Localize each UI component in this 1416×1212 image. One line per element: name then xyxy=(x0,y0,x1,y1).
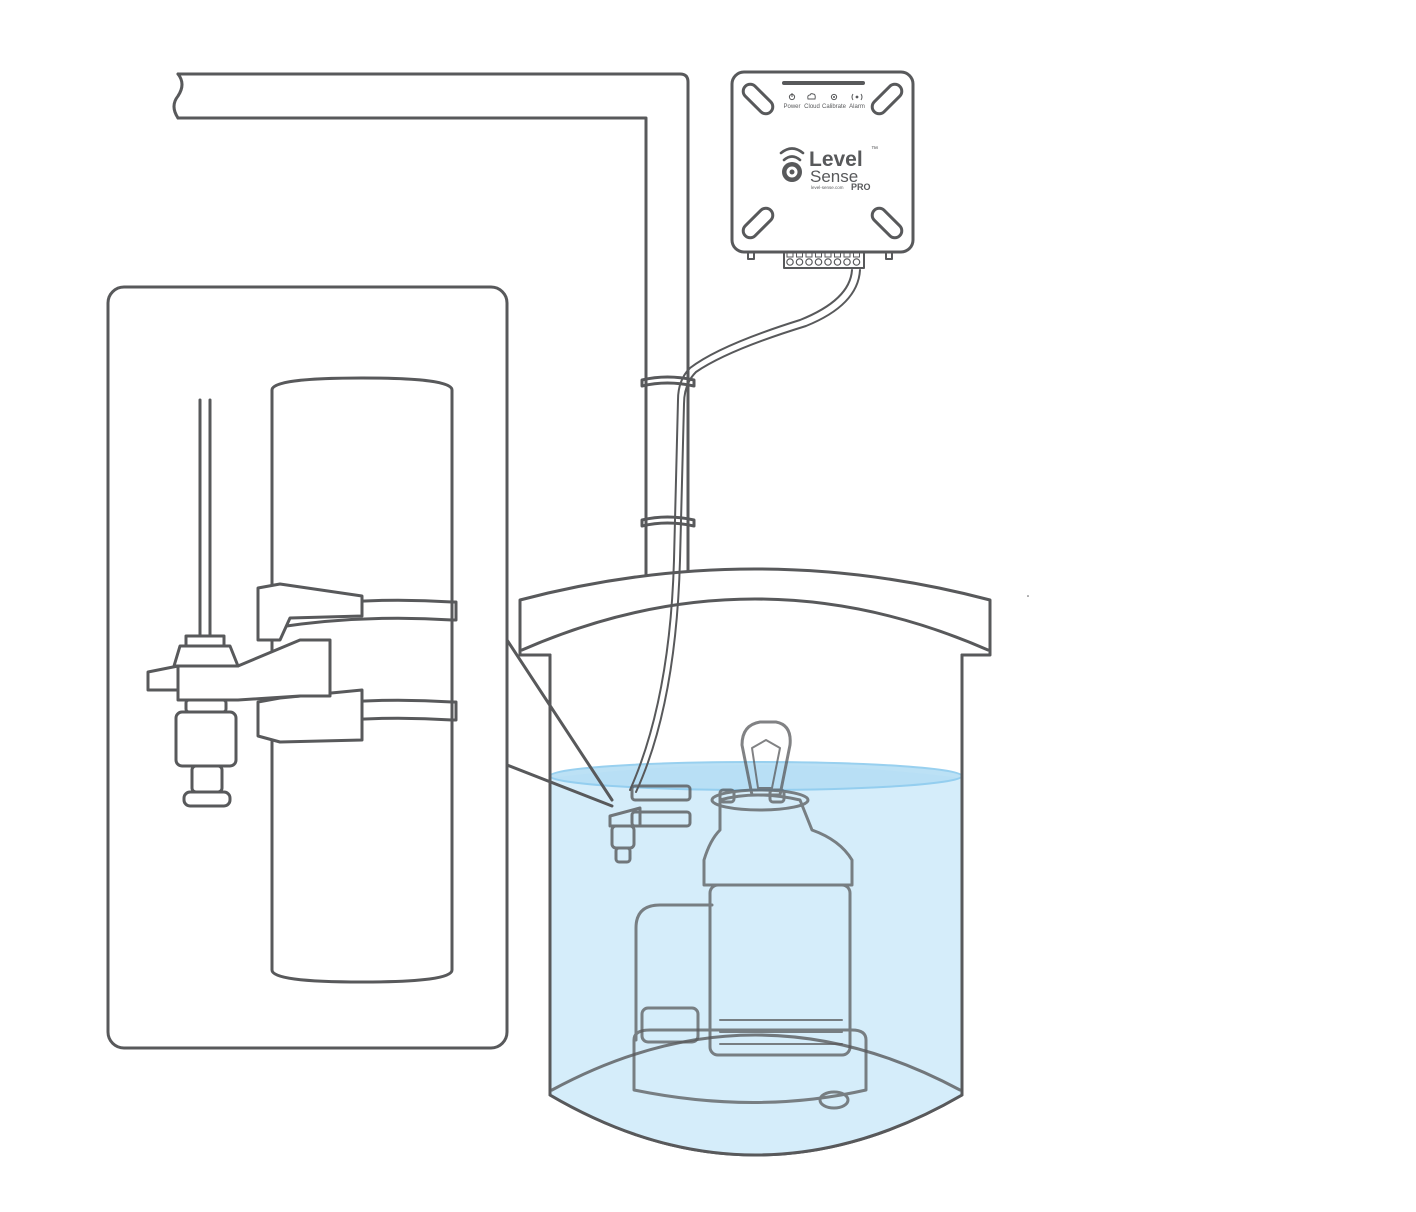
terminal-slot xyxy=(786,252,794,258)
level-sense-controller: Power Cloud Calibrate Alarm Level ™ Sens… xyxy=(730,70,915,269)
terminal-screw xyxy=(814,258,823,266)
discharge-pipe-submerged xyxy=(640,1006,700,1044)
sump-basin xyxy=(518,567,992,1157)
mount-slot-tl xyxy=(741,82,775,116)
terminal-screw xyxy=(843,258,851,266)
brand-model: PRO xyxy=(851,182,871,192)
terminal-screw xyxy=(852,258,861,266)
terminal-screw xyxy=(786,258,794,266)
stray-mark xyxy=(1027,595,1029,597)
terminal-slot xyxy=(796,252,803,258)
alarm-icon xyxy=(851,93,863,101)
mount-slot-bl xyxy=(741,206,775,240)
power-icon xyxy=(788,93,796,101)
indicator-label-cloud: Cloud xyxy=(804,104,820,110)
terminal-slot xyxy=(843,252,851,258)
float-sensor-small xyxy=(608,784,692,864)
pipe-clamp-lower xyxy=(640,515,696,528)
terminal-slot xyxy=(853,252,860,258)
sensor-cable xyxy=(629,269,861,793)
terminal-slot xyxy=(824,252,832,258)
terminal-screw xyxy=(824,258,832,266)
terminal-slot xyxy=(815,252,822,258)
terminal-screw xyxy=(805,258,813,266)
terminal-slot xyxy=(834,252,841,258)
controller-status-bar xyxy=(782,81,865,85)
brand-trademark: ™ xyxy=(871,146,878,153)
terminal-slot xyxy=(805,252,813,258)
indicator-label-power: Power xyxy=(783,104,800,110)
terminal-screw xyxy=(833,258,842,266)
callout-lines xyxy=(505,638,614,808)
mount-slot-tr xyxy=(870,82,904,116)
detail-callout xyxy=(106,285,509,1050)
brand-name-level: Level xyxy=(809,148,863,171)
calibrate-icon xyxy=(830,93,838,101)
indicator-label-alarm: Alarm xyxy=(849,104,865,110)
water xyxy=(550,765,962,1155)
terminal-screw xyxy=(795,258,804,266)
terminal-block xyxy=(747,251,893,269)
mount-slot-br xyxy=(870,206,904,240)
cloud-icon xyxy=(807,93,816,100)
brand-website: level-sense.com xyxy=(811,185,844,190)
brand-name-sense: Sense xyxy=(810,167,858,186)
pipe-clamp-upper xyxy=(640,375,696,388)
indicator-label-calibrate: Calibrate xyxy=(822,104,847,110)
level-sense-logo-icon xyxy=(779,147,805,182)
